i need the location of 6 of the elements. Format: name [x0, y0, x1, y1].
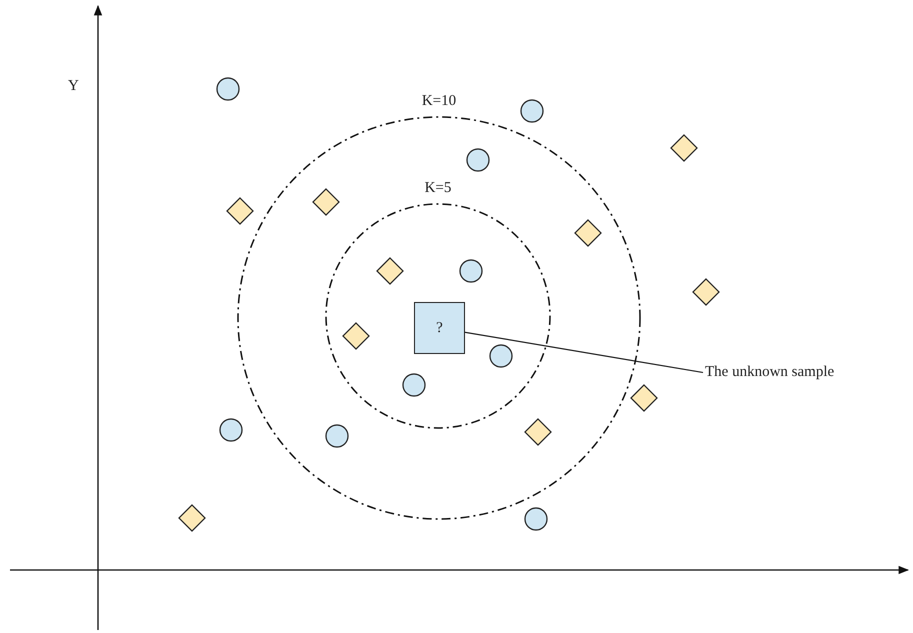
axis-label: Y	[68, 78, 79, 95]
unknown-sample-box: ?	[414, 302, 465, 354]
callout-text: The unknown sample	[705, 364, 834, 381]
k-label: K=10	[422, 93, 456, 110]
leader-line	[464, 332, 704, 374]
k-label: K=5	[424, 180, 452, 197]
